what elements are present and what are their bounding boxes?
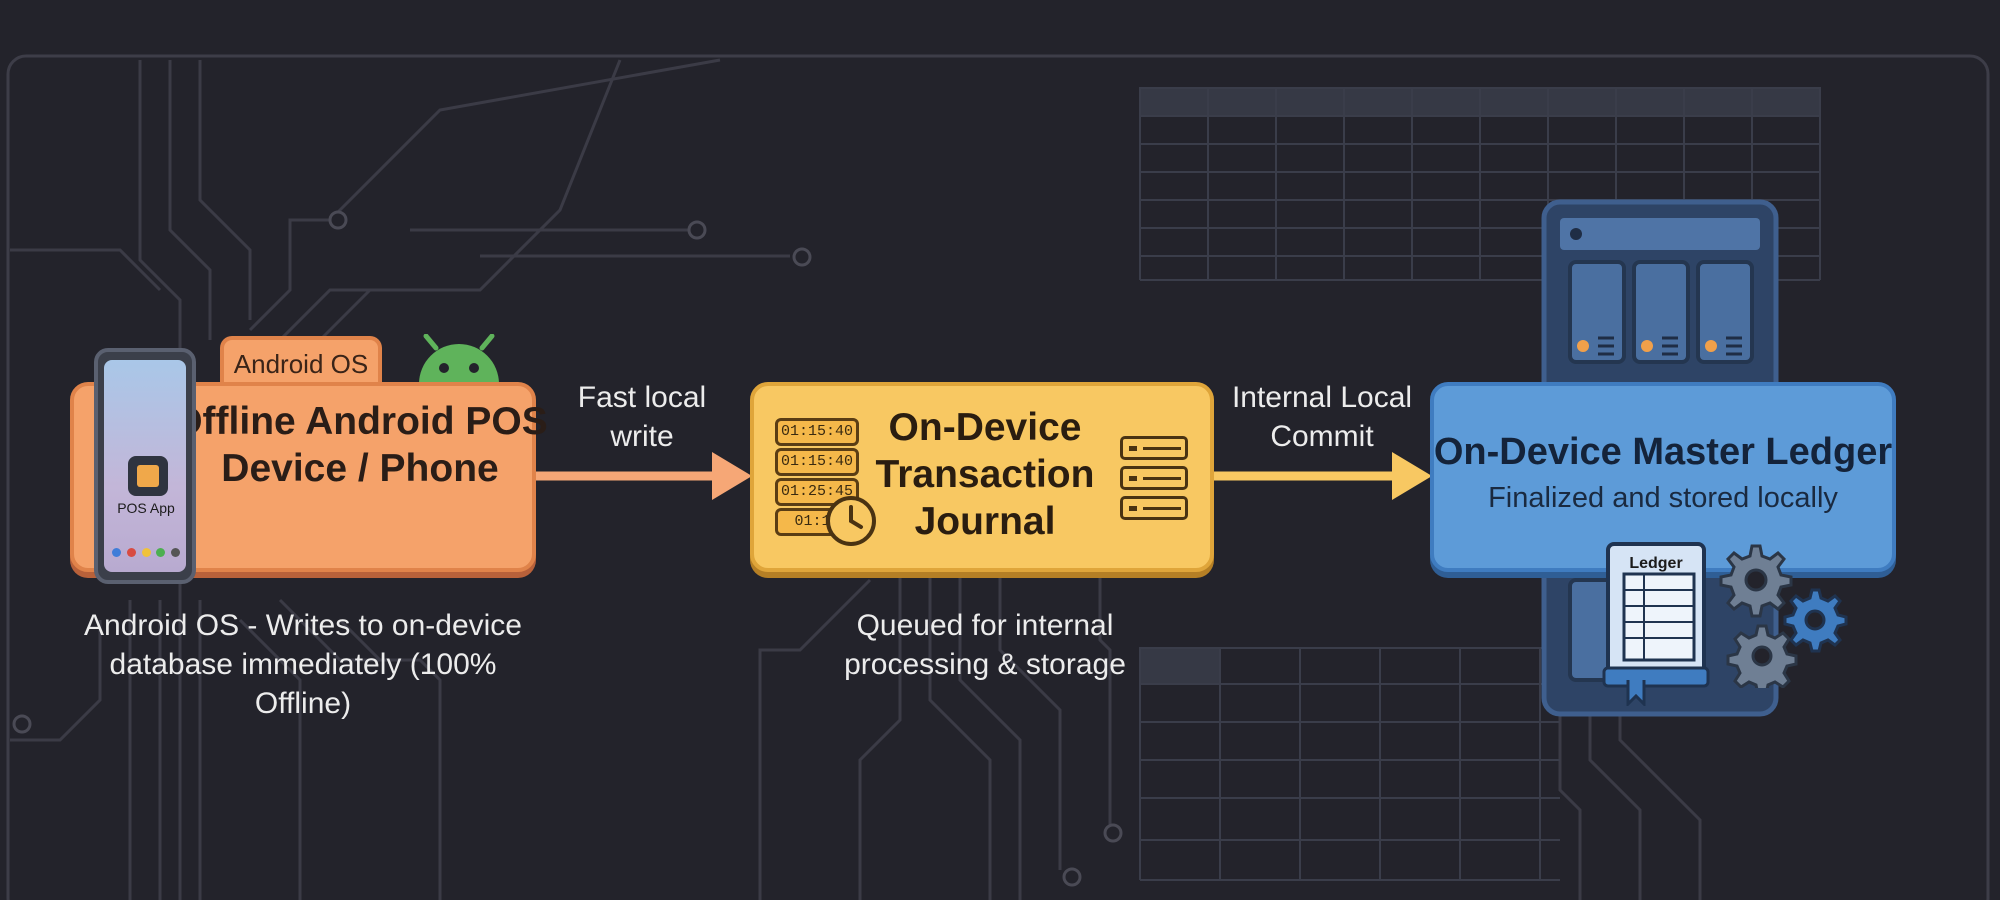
- pos-device-title: Offline Android POS Device / Phone: [172, 400, 548, 490]
- transaction-journal-title: On-Device Transaction Journal: [875, 406, 1095, 543]
- pos-device-caption: Android OS - Writes to on-device databas…: [84, 609, 522, 720]
- ledger-book-label: Ledger: [1629, 555, 1683, 572]
- phone-icon: POS App: [94, 348, 196, 584]
- master-ledger-subtitle: Finalized and stored locally: [1488, 482, 1838, 514]
- server-unit-icon: [1120, 496, 1188, 520]
- clock-icon: [826, 496, 876, 546]
- edge-label-internal-local-commit: Internal Local Commit: [1231, 381, 1413, 453]
- ledger-book-icon: [1602, 542, 1710, 706]
- pos-app-icon: [128, 456, 168, 496]
- edge-label-fast-local-write: Fast local write: [577, 381, 707, 453]
- android-os-tab: Android OS: [220, 336, 382, 386]
- gear-icon: [1719, 544, 1848, 688]
- transaction-journal-caption: Queued for internal processing & storage: [844, 609, 1126, 681]
- journal-timestamp: 01:15:40: [775, 418, 859, 446]
- server-unit-icon: [1120, 466, 1188, 490]
- journal-timestamp: 01:15:40: [775, 448, 859, 476]
- master-ledger-title: On-Device Master Ledger: [1433, 431, 1893, 473]
- android-robot-icon: [419, 334, 499, 384]
- master-ledger-node: [1430, 382, 1896, 572]
- pos-app-label: POS App: [117, 500, 175, 516]
- phone-dock-icons: [112, 548, 180, 558]
- server-unit-icon: [1120, 436, 1188, 460]
